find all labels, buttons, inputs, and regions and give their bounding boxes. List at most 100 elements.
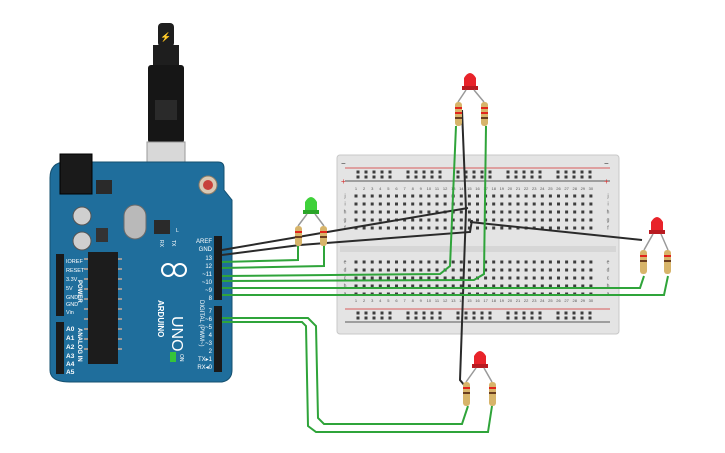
green-wire[interactable]	[221, 244, 325, 269]
breadboard-hole[interactable]	[362, 194, 366, 198]
breadboard-hole[interactable]	[403, 276, 407, 280]
breadboard-hole[interactable]	[370, 202, 374, 206]
breadboard-hole[interactable]	[476, 260, 479, 264]
breadboard-hole[interactable]	[538, 316, 542, 320]
breadboard-hole[interactable]	[565, 210, 569, 214]
breadboard-hole[interactable]	[386, 276, 390, 280]
breadboard-hole[interactable]	[557, 194, 560, 198]
breadboard-hole[interactable]	[472, 311, 476, 315]
breadboard-hole[interactable]	[438, 311, 442, 315]
breadboard-hole[interactable]	[524, 284, 528, 288]
breadboard-hole[interactable]	[459, 202, 463, 206]
breadboard-hole[interactable]	[459, 218, 463, 222]
breadboard-hole[interactable]	[411, 210, 415, 214]
breadboard-hole[interactable]	[522, 311, 526, 315]
breadboard-hole[interactable]	[500, 202, 504, 206]
breadboard-hole[interactable]	[422, 175, 426, 179]
breadboard-hole[interactable]	[557, 226, 560, 230]
breadboard-hole[interactable]	[372, 311, 376, 315]
breadboard-hole[interactable]	[467, 260, 471, 264]
breadboard-hole[interactable]	[419, 218, 423, 222]
breadboard-hole[interactable]	[557, 218, 560, 222]
breadboard-hole[interactable]	[540, 260, 544, 264]
breadboard-hole[interactable]	[540, 284, 544, 288]
breadboard-hole[interactable]	[427, 260, 431, 264]
breadboard-hole[interactable]	[476, 218, 479, 222]
breadboard-hole[interactable]	[557, 202, 560, 206]
breadboard-hole[interactable]	[548, 268, 552, 272]
breadboard-hole[interactable]	[530, 311, 534, 315]
breadboard-hole[interactable]	[406, 311, 410, 315]
breadboard-hole[interactable]	[522, 316, 526, 320]
breadboard-hole[interactable]	[443, 194, 447, 198]
breadboard-hole[interactable]	[386, 226, 390, 230]
breadboard-hole[interactable]	[435, 260, 439, 264]
breadboard-hole[interactable]	[516, 210, 520, 214]
breadboard-hole[interactable]	[386, 268, 390, 272]
resistor[interactable]	[455, 102, 488, 126]
breadboard-hole[interactable]	[588, 311, 592, 315]
breadboard-hole[interactable]	[378, 284, 382, 288]
breadboard-hole[interactable]	[522, 175, 526, 179]
breadboard-hole[interactable]	[492, 284, 496, 288]
breadboard-hole[interactable]	[488, 170, 492, 174]
breadboard-hole[interactable]	[370, 268, 374, 272]
led-green[interactable]	[295, 197, 327, 246]
breadboard-hole[interactable]	[356, 316, 360, 320]
breadboard-hole[interactable]	[540, 268, 544, 272]
breadboard-hole[interactable]	[565, 260, 569, 264]
breadboard-hole[interactable]	[378, 218, 382, 222]
breadboard-hole[interactable]	[370, 194, 374, 198]
breadboard-hole[interactable]	[532, 194, 536, 198]
breadboard-hole[interactable]	[403, 226, 407, 230]
breadboard-hole[interactable]	[378, 226, 382, 230]
breadboard-hole[interactable]	[476, 202, 479, 206]
breadboard-hole[interactable]	[414, 316, 418, 320]
green-wire[interactable]	[221, 125, 487, 282]
breadboard-hole[interactable]	[565, 284, 569, 288]
breadboard-hole[interactable]	[386, 284, 390, 288]
breadboard-hole[interactable]	[411, 226, 415, 230]
breadboard-hole[interactable]	[386, 202, 390, 206]
breadboard-hole[interactable]	[354, 284, 358, 288]
breadboard-hole[interactable]	[362, 268, 366, 272]
breadboard-hole[interactable]	[484, 268, 488, 272]
breadboard-hole[interactable]	[456, 170, 460, 174]
breadboard-hole[interactable]	[364, 316, 368, 320]
breadboard-hole[interactable]	[548, 210, 552, 214]
breadboard-hole[interactable]	[419, 284, 423, 288]
breadboard-hole[interactable]	[419, 268, 423, 272]
breadboard-hole[interactable]	[411, 260, 415, 264]
breadboard-hole[interactable]	[548, 194, 552, 198]
breadboard-hole[interactable]	[364, 170, 368, 174]
led-red-top[interactable]	[457, 73, 485, 103]
breadboard-hole[interactable]	[403, 194, 407, 198]
breadboard-hole[interactable]	[514, 170, 518, 174]
breadboard-hole[interactable]	[411, 276, 415, 280]
breadboard-hole[interactable]	[506, 316, 510, 320]
breadboard-hole[interactable]	[380, 311, 384, 315]
breadboard-hole[interactable]	[419, 226, 423, 230]
breadboard-hole[interactable]	[581, 218, 585, 222]
breadboard-hole[interactable]	[456, 175, 460, 179]
breadboard-hole[interactable]	[581, 260, 585, 264]
breadboard-hole[interactable]	[581, 194, 585, 198]
breadboard-hole[interactable]	[532, 218, 536, 222]
breadboard-hole[interactable]	[557, 210, 560, 214]
breadboard-hole[interactable]	[492, 202, 496, 206]
breadboard-hole[interactable]	[548, 284, 552, 288]
breadboard-hole[interactable]	[430, 170, 434, 174]
breadboard-hole[interactable]	[451, 276, 455, 280]
breadboard-hole[interactable]	[411, 202, 415, 206]
breadboard-hole[interactable]	[557, 276, 560, 280]
breadboard-hole[interactable]	[467, 284, 471, 288]
breadboard-hole[interactable]	[573, 276, 577, 280]
breadboard-hole[interactable]	[427, 226, 431, 230]
breadboard-hole[interactable]	[403, 268, 407, 272]
breadboard-hole[interactable]	[427, 218, 431, 222]
breadboard-hole[interactable]	[403, 284, 407, 288]
breadboard-hole[interactable]	[589, 260, 593, 264]
breadboard-hole[interactable]	[370, 226, 374, 230]
breadboard-hole[interactable]	[356, 170, 360, 174]
